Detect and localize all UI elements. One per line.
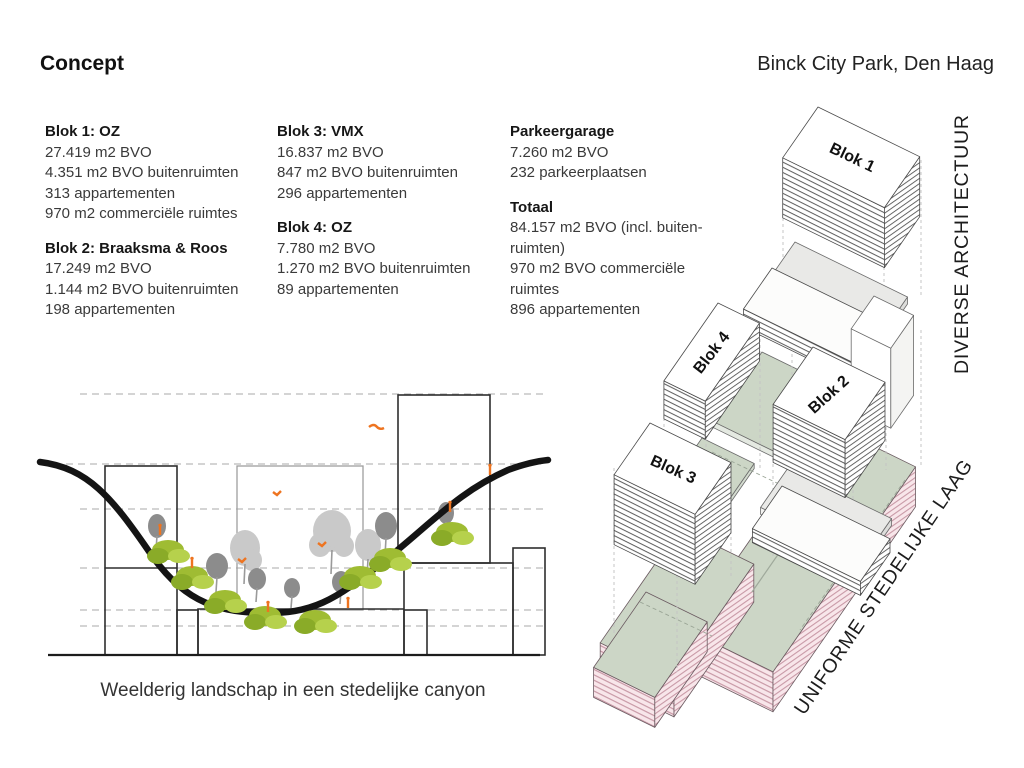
stat-block: Blok 4: OZ 7.780 m2 BVO 1.270 m2 BVO buite… bbox=[277, 218, 505, 300]
stat-line: 16.837 m2 BVO bbox=[277, 143, 384, 161]
section-building bbox=[176, 609, 199, 656]
base-crease bbox=[639, 601, 713, 637]
stat-line: 4.351 m2 BVO buitenruimten bbox=[45, 164, 239, 181]
page-title: Concept bbox=[40, 52, 124, 75]
stats-column-1: Blok 1: OZ 27.419 m2 BVO 4.351 m2 BVO buit… bbox=[45, 122, 273, 335]
blok-4-tower-top-face bbox=[663, 302, 760, 402]
stat-line: 7.780 m2 BVO bbox=[277, 239, 376, 257]
section-building bbox=[512, 547, 546, 656]
stat-block-title: Blok 2: Braaksma & Roos bbox=[45, 239, 228, 257]
section-building bbox=[403, 562, 514, 656]
stat-block: Parkeergarage 7.260 m2 BVO 232 parkeerplaa… bbox=[510, 122, 738, 184]
stat-line: 296 appartementen bbox=[277, 184, 408, 202]
stat-line: 1.144 m2 BVO buitenruimten bbox=[45, 280, 239, 298]
stat-line: 847 m2 BVO buitenruimten bbox=[277, 164, 458, 181]
stat-line: ruimtes bbox=[510, 280, 560, 298]
axonometric-diagram bbox=[593, 106, 922, 728]
blok-2-tower-top-face bbox=[772, 346, 886, 441]
stat-line: 970 m2 commerciële ruimtes bbox=[45, 205, 238, 222]
blok-3-tower-top-face bbox=[613, 422, 732, 515]
stat-block-title: Blok 4: OZ bbox=[277, 219, 353, 236]
section-orange-accents bbox=[237, 423, 385, 564]
stat-block: Blok 2: Braaksma & Roos 17.249 m2 BVO 1.14… bbox=[45, 239, 273, 321]
section-building bbox=[403, 609, 428, 656]
section-building bbox=[197, 608, 404, 655]
stat-line: 7.260 m2 BVO bbox=[510, 143, 609, 161]
stats-column-3: Parkeergarage 7.260 m2 BVO 232 parkeerplaa… bbox=[510, 122, 738, 335]
stat-line: 198 appartementen bbox=[45, 301, 176, 318]
stat-line: 89 appartementen bbox=[277, 280, 399, 298]
stat-block: Blok 3: VMX 16.837 m2 BVO 847 m2 BVO buite… bbox=[277, 122, 505, 204]
blok-2-tower bbox=[772, 346, 886, 499]
section-foliage bbox=[147, 522, 474, 634]
stat-line: 84.157 m2 BVO (incl. buiten- bbox=[510, 219, 703, 236]
base-slab-front-top-face bbox=[593, 591, 708, 698]
stat-line: 17.249 m2 BVO bbox=[45, 260, 152, 277]
base-crease bbox=[711, 451, 801, 495]
stat-line: 970 m2 BVO commerciële bbox=[510, 260, 686, 277]
stats-column-2: Blok 3: VMX 16.837 m2 BVO 847 m2 BVO buite… bbox=[277, 122, 505, 314]
section-caption: Weelderig landschap in een stedelijke ca… bbox=[100, 680, 485, 701]
blok-3-tower bbox=[613, 422, 732, 585]
blok-1-tower-top-face bbox=[782, 106, 921, 209]
stat-line: 27.419 m2 BVO bbox=[45, 143, 152, 161]
section-figures bbox=[158, 463, 492, 612]
stat-block: Totaal 84.157 m2 BVO (incl. buiten-ruimte… bbox=[510, 198, 738, 321]
canyon-section-sketch bbox=[36, 393, 552, 657]
stat-block-title: Blok 3: VMX bbox=[277, 123, 364, 140]
section-trees bbox=[148, 502, 454, 609]
base-slab-front bbox=[593, 591, 708, 728]
stat-line: 232 parkeerplaatsen bbox=[510, 164, 647, 181]
stat-block: Blok 1: OZ 27.419 m2 BVO 4.351 m2 BVO buit… bbox=[45, 122, 273, 225]
stat-line: 896 appartementen bbox=[510, 301, 641, 318]
stat-line: 313 appartementen bbox=[45, 184, 176, 202]
stat-block-title: Totaal bbox=[510, 198, 554, 216]
project-title: Binck City Park, Den Haag bbox=[757, 53, 994, 75]
stat-line: 1.270 m2 BVO buitenruimten bbox=[277, 260, 471, 277]
canyon-curve bbox=[36, 456, 552, 617]
blok-2-white-slab-top-face bbox=[752, 485, 891, 582]
blok-2-white-slab bbox=[752, 485, 891, 596]
blok-1-lower-volume-top-face bbox=[850, 295, 914, 349]
stat-block-title: Parkeergarage bbox=[510, 123, 615, 140]
axon-caption-diverse-architectuur: DIVERSE ARCHITECTUUR bbox=[951, 114, 973, 374]
blok-1-tower bbox=[782, 106, 921, 269]
blok-4-tower bbox=[663, 302, 760, 440]
stat-block-title: Blok 1: OZ bbox=[45, 123, 121, 140]
stat-line: ruimten) bbox=[510, 239, 566, 257]
